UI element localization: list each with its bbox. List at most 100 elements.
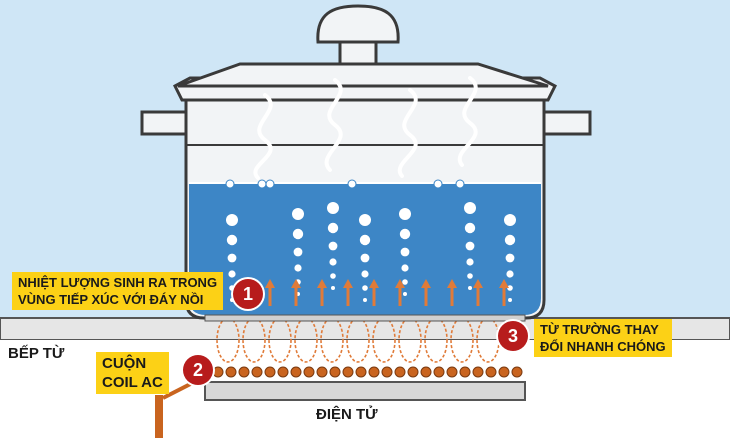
bubble [294, 264, 302, 272]
coil-winding [251, 366, 263, 378]
induction-coil [212, 366, 523, 378]
badge-1: 1 [233, 279, 263, 309]
heat-arrows [265, 279, 509, 306]
bubble [227, 253, 237, 263]
heat-zone-label-line2: VÙNG TIẾP XÚC VỚI ĐÁY NỒI [18, 292, 204, 307]
coil-winding [485, 366, 497, 378]
heat-arrow [473, 279, 483, 306]
surface-bubble [265, 179, 275, 189]
bubble [401, 264, 409, 272]
coil-winding [238, 366, 250, 378]
field-loop [242, 317, 266, 363]
coil-winding [420, 366, 432, 378]
coil-winding [264, 366, 276, 378]
bubble [399, 208, 411, 220]
bubble [468, 286, 472, 290]
field-loop [294, 317, 318, 363]
coil-label: CUỘN COIL AC [96, 352, 169, 394]
lid-knob [316, 4, 400, 44]
coil-winding [459, 366, 471, 378]
coil-winding [329, 366, 341, 378]
coil-winding [446, 366, 458, 378]
bubble [465, 241, 475, 251]
bubble [504, 234, 516, 246]
water-bubbles [225, 179, 516, 302]
heat-arrow [421, 279, 431, 306]
field-loop [450, 317, 474, 363]
surface-bubble [225, 179, 235, 189]
heat-arrow [291, 279, 301, 306]
bubble [504, 214, 516, 226]
heat-zone-label: NHIỆT LƯỢNG SINH RA TRONG VÙNG TIẾP XÚC … [12, 272, 224, 310]
heat-arrow [395, 279, 405, 306]
coil-winding [394, 366, 406, 378]
bubble [226, 234, 238, 246]
bubble [329, 258, 337, 266]
field-loop [216, 317, 240, 363]
coil-winding [303, 366, 315, 378]
field-loop [424, 317, 448, 363]
bubble [327, 222, 339, 234]
cooktop-glass [204, 314, 526, 322]
bubble [508, 298, 512, 302]
badge-2: 2 [183, 355, 213, 385]
steam [253, 76, 478, 180]
surface-bubble [455, 179, 465, 189]
coil-winding [381, 366, 393, 378]
bubble [507, 285, 513, 291]
bubble [399, 228, 411, 240]
heat-arrow [265, 279, 275, 306]
bubble [505, 253, 515, 263]
bubble [330, 273, 336, 279]
electronics-label: ĐIỆN TỬ [316, 406, 378, 423]
magnetic-field-label-line2: ĐỔI NHANH CHÓNG [540, 339, 666, 354]
field-loop [346, 317, 370, 363]
heat-zone-label-line1: NHIỆT LƯỢNG SINH RA TRONG [18, 275, 218, 290]
coil-winding [342, 366, 354, 378]
heat-arrow [499, 279, 509, 306]
bubble [331, 286, 335, 290]
coil-label-line2: COIL AC [102, 374, 163, 391]
bubble [361, 270, 369, 278]
surface-bubble [257, 179, 267, 189]
bubble [327, 202, 339, 214]
bubble [467, 273, 473, 279]
coil-winding [472, 366, 484, 378]
field-loop [320, 317, 344, 363]
heat-arrow [343, 279, 353, 306]
coil-winding [290, 366, 302, 378]
coil-winding [433, 366, 445, 378]
coil-winding [212, 366, 224, 378]
bubble [464, 202, 476, 214]
coil-winding [355, 366, 367, 378]
surface-bubble [347, 179, 357, 189]
coil-winding [316, 366, 328, 378]
badge-3: 3 [498, 321, 528, 351]
coil-winding [277, 366, 289, 378]
heat-arrow [317, 279, 327, 306]
bubble [403, 292, 407, 296]
coil-winding [407, 366, 419, 378]
bubble [506, 270, 514, 278]
coil-winding [368, 366, 380, 378]
coil-winding [498, 366, 510, 378]
field-loop [372, 317, 396, 363]
bubble [464, 222, 476, 234]
bubble [359, 214, 371, 226]
bubble [292, 228, 304, 240]
coil-winding [225, 366, 237, 378]
bubble [400, 247, 410, 257]
bubble [402, 279, 408, 285]
stove-label: BẾP TỪ [8, 345, 65, 362]
field-loop [398, 317, 422, 363]
coil-label-line1: CUỘN [102, 355, 147, 372]
bubble [293, 247, 303, 257]
lid-knob-stem [338, 40, 378, 66]
right-handle [541, 110, 592, 136]
magnetic-field-label-line1: TỪ TRƯỜNG THAY [540, 322, 659, 337]
bubble [292, 208, 304, 220]
magnetic-field-label: TỪ TRƯỜNG THAY ĐỔI NHANH CHÓNG [534, 319, 672, 357]
bubble [359, 234, 371, 246]
power-cable [155, 395, 163, 438]
